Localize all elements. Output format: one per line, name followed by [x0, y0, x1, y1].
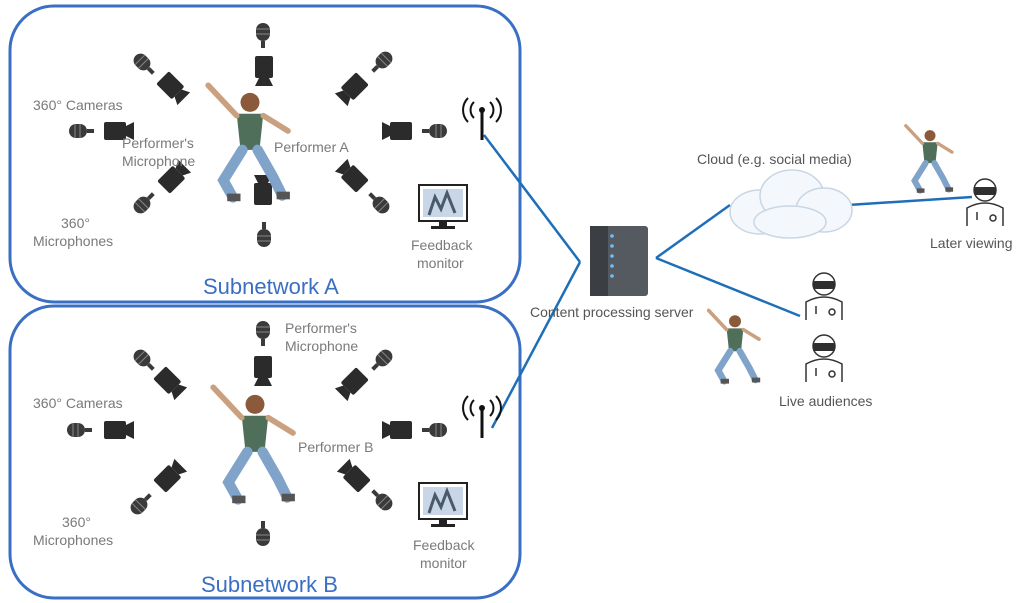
camera-icon — [382, 421, 412, 439]
camera-icon — [382, 122, 412, 140]
feedback-monitor-label: Feedback — [411, 237, 473, 253]
performer-mic-label: Performer's — [285, 320, 357, 336]
microphone-icon — [66, 422, 93, 438]
camera-icon — [334, 72, 369, 107]
microphone-icon — [255, 22, 271, 49]
cloud-icon — [729, 169, 853, 239]
microphone-icon — [367, 485, 396, 514]
microphone-icon — [130, 188, 159, 217]
feedback-monitor-label: monitor — [417, 255, 464, 271]
microphone-icon — [256, 221, 272, 248]
feedback-monitor-icon — [417, 183, 469, 231]
microphone-icon — [130, 346, 159, 375]
subnetwork-b-title: Subnetwork B — [201, 572, 338, 597]
camera-icon — [153, 366, 188, 401]
antenna-icon — [461, 394, 503, 440]
later-viewer-icon — [966, 178, 1004, 227]
performer-label: Performer B — [298, 439, 373, 455]
subnetwork-a-title: Subnetwork A — [203, 274, 339, 299]
live-audiences-label: Live audiences — [779, 393, 872, 409]
camera-icon — [336, 458, 371, 493]
microphone-icon — [367, 48, 396, 77]
live-dancers-image — [709, 310, 761, 383]
microphone-icon — [364, 188, 393, 217]
microphones-label: 360° — [62, 514, 91, 530]
live-viewer-icon — [805, 334, 843, 383]
feedback-monitor-label: Feedback — [413, 537, 475, 553]
camera-icon — [334, 367, 369, 402]
cameras-label: 360° Cameras — [33, 395, 123, 411]
camera-icon — [153, 458, 188, 493]
cloud-label: Cloud (e.g. social media) — [697, 151, 852, 167]
performer-mic-label: Microphone — [285, 338, 358, 354]
performer-b-image — [213, 387, 295, 503]
microphone-icon — [127, 489, 156, 518]
camera-icon — [104, 421, 134, 439]
camera-icon — [254, 356, 272, 386]
microphones-label: 360° — [61, 215, 90, 231]
camera-icon — [156, 71, 191, 106]
microphones-label: Microphones — [33, 532, 113, 548]
performer-label: Performer A — [274, 139, 349, 155]
microphones-label: Microphones — [33, 233, 113, 249]
performer-mic-label: Microphone — [122, 153, 195, 169]
feedback-monitor-icon — [417, 481, 469, 529]
later-viewing-dancers-image — [906, 126, 953, 193]
subnetwork-a-border — [8, 4, 522, 304]
performer-mic-label: Performer's — [122, 135, 194, 151]
live-viewer-icon — [805, 272, 843, 321]
microphone-icon — [68, 123, 95, 139]
camera-icon — [255, 56, 273, 86]
subnetwork-b-border — [8, 304, 522, 600]
feedback-monitor-label: monitor — [420, 555, 467, 571]
microphone-icon — [367, 346, 396, 375]
microphone-icon — [255, 520, 271, 547]
subnet-b-devices — [66, 320, 503, 547]
microphone-icon — [421, 422, 448, 438]
later-viewing-label: Later viewing — [930, 235, 1013, 251]
server-label: Content processing server — [530, 304, 694, 320]
microphone-icon — [255, 320, 271, 347]
microphone-icon — [130, 50, 159, 79]
network-links — [483, 134, 973, 429]
cameras-label: 360° Cameras — [33, 97, 123, 113]
camera-icon — [334, 158, 369, 193]
microphone-icon — [421, 123, 448, 139]
antenna-icon — [461, 96, 503, 142]
content-server-icon — [590, 226, 648, 296]
